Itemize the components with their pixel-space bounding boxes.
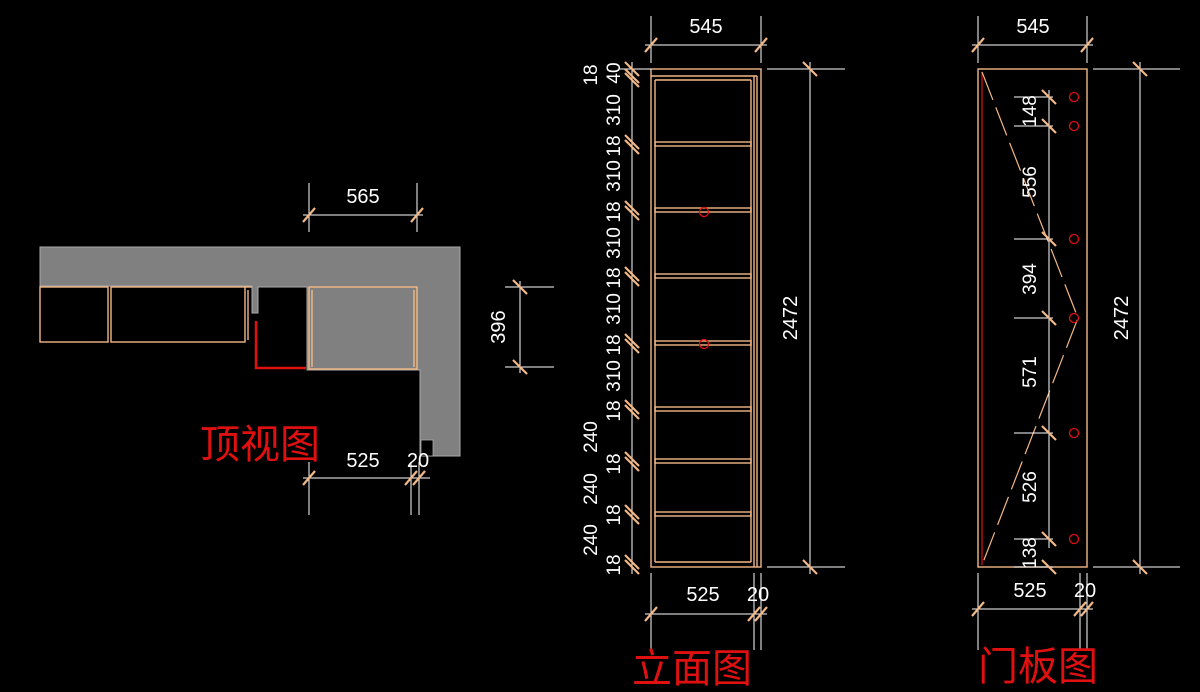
top-view-cabinet-2 xyxy=(110,286,246,343)
svg-text:310: 310 xyxy=(604,360,625,392)
svg-text:240: 240 xyxy=(581,524,602,556)
svg-text:310: 310 xyxy=(604,293,625,325)
svg-text:18: 18 xyxy=(604,267,625,288)
top-view-dim-565: 565 xyxy=(346,186,379,208)
svg-text:394: 394 xyxy=(1020,263,1041,295)
svg-text:18: 18 xyxy=(604,201,625,222)
top-view-cabinet-1 xyxy=(39,286,109,343)
door-panel-view: 148 556 394 571 526 138 545 2472 525 20 … xyxy=(971,16,1180,690)
door-panel-dim-545: 545 xyxy=(1016,16,1049,38)
svg-text:18: 18 xyxy=(604,453,625,474)
svg-text:18: 18 xyxy=(604,504,625,525)
elevation-title: 立面图 xyxy=(632,646,752,692)
svg-text:18: 18 xyxy=(604,334,625,355)
door-panel-dim-2472: 2472 xyxy=(1111,296,1133,341)
svg-text:18: 18 xyxy=(604,400,625,421)
top-view-dim-20: 20 xyxy=(407,450,429,472)
elevation-shelves xyxy=(654,141,752,517)
elevation-left-ticks xyxy=(620,61,651,575)
elevation-view: 545 2472 xyxy=(581,16,845,692)
elevation-dim-2472: 2472 xyxy=(780,296,802,341)
svg-text:310: 310 xyxy=(604,160,625,192)
top-view-cabinet-3 xyxy=(308,286,418,370)
door-panel-hinge-holes xyxy=(1068,91,1080,545)
elevation-dim-20: 20 xyxy=(747,584,769,606)
elevation-marker-2 xyxy=(698,338,710,350)
elevation-marker-1 xyxy=(698,206,710,218)
svg-text:18: 18 xyxy=(604,135,625,156)
door-panel-dim-20: 20 xyxy=(1074,580,1096,602)
top-view: 565 396 525 20 顶视图 xyxy=(39,183,554,515)
door-panel-title: 门板图 xyxy=(978,644,1098,690)
svg-text:310: 310 xyxy=(604,94,625,126)
top-view-dim-396: 396 xyxy=(488,310,510,343)
elevation-left-dim-labels: 18 40 310 18 310 18 310 18 310 18 310 18… xyxy=(581,62,625,575)
elevation-dim-545: 545 xyxy=(689,16,722,38)
svg-text:18: 18 xyxy=(604,554,625,575)
top-view-title: 顶视图 xyxy=(200,422,320,468)
svg-text:240: 240 xyxy=(581,473,602,505)
svg-text:526: 526 xyxy=(1020,471,1041,503)
elevation-dim-525: 525 xyxy=(686,584,719,606)
svg-text:138: 138 xyxy=(1020,537,1041,569)
svg-text:18: 18 xyxy=(581,64,602,85)
svg-text:148: 148 xyxy=(1020,95,1041,127)
door-panel-hinge-labels: 148 556 394 571 526 138 xyxy=(1020,95,1041,569)
svg-text:571: 571 xyxy=(1020,356,1041,388)
door-panel-hinge-lines xyxy=(1014,89,1057,575)
svg-text:240: 240 xyxy=(581,421,602,453)
door-panel-opening-lines xyxy=(981,71,1079,566)
door-panel-dim-525: 525 xyxy=(1013,580,1046,602)
svg-text:310: 310 xyxy=(604,227,625,259)
svg-text:40: 40 xyxy=(604,62,625,83)
top-view-wall-block xyxy=(39,246,461,457)
top-view-red-marker xyxy=(254,321,306,370)
svg-text:556: 556 xyxy=(1020,166,1041,198)
elevation-cabinet-outline xyxy=(650,68,762,568)
top-view-dim-525: 525 xyxy=(346,450,379,472)
